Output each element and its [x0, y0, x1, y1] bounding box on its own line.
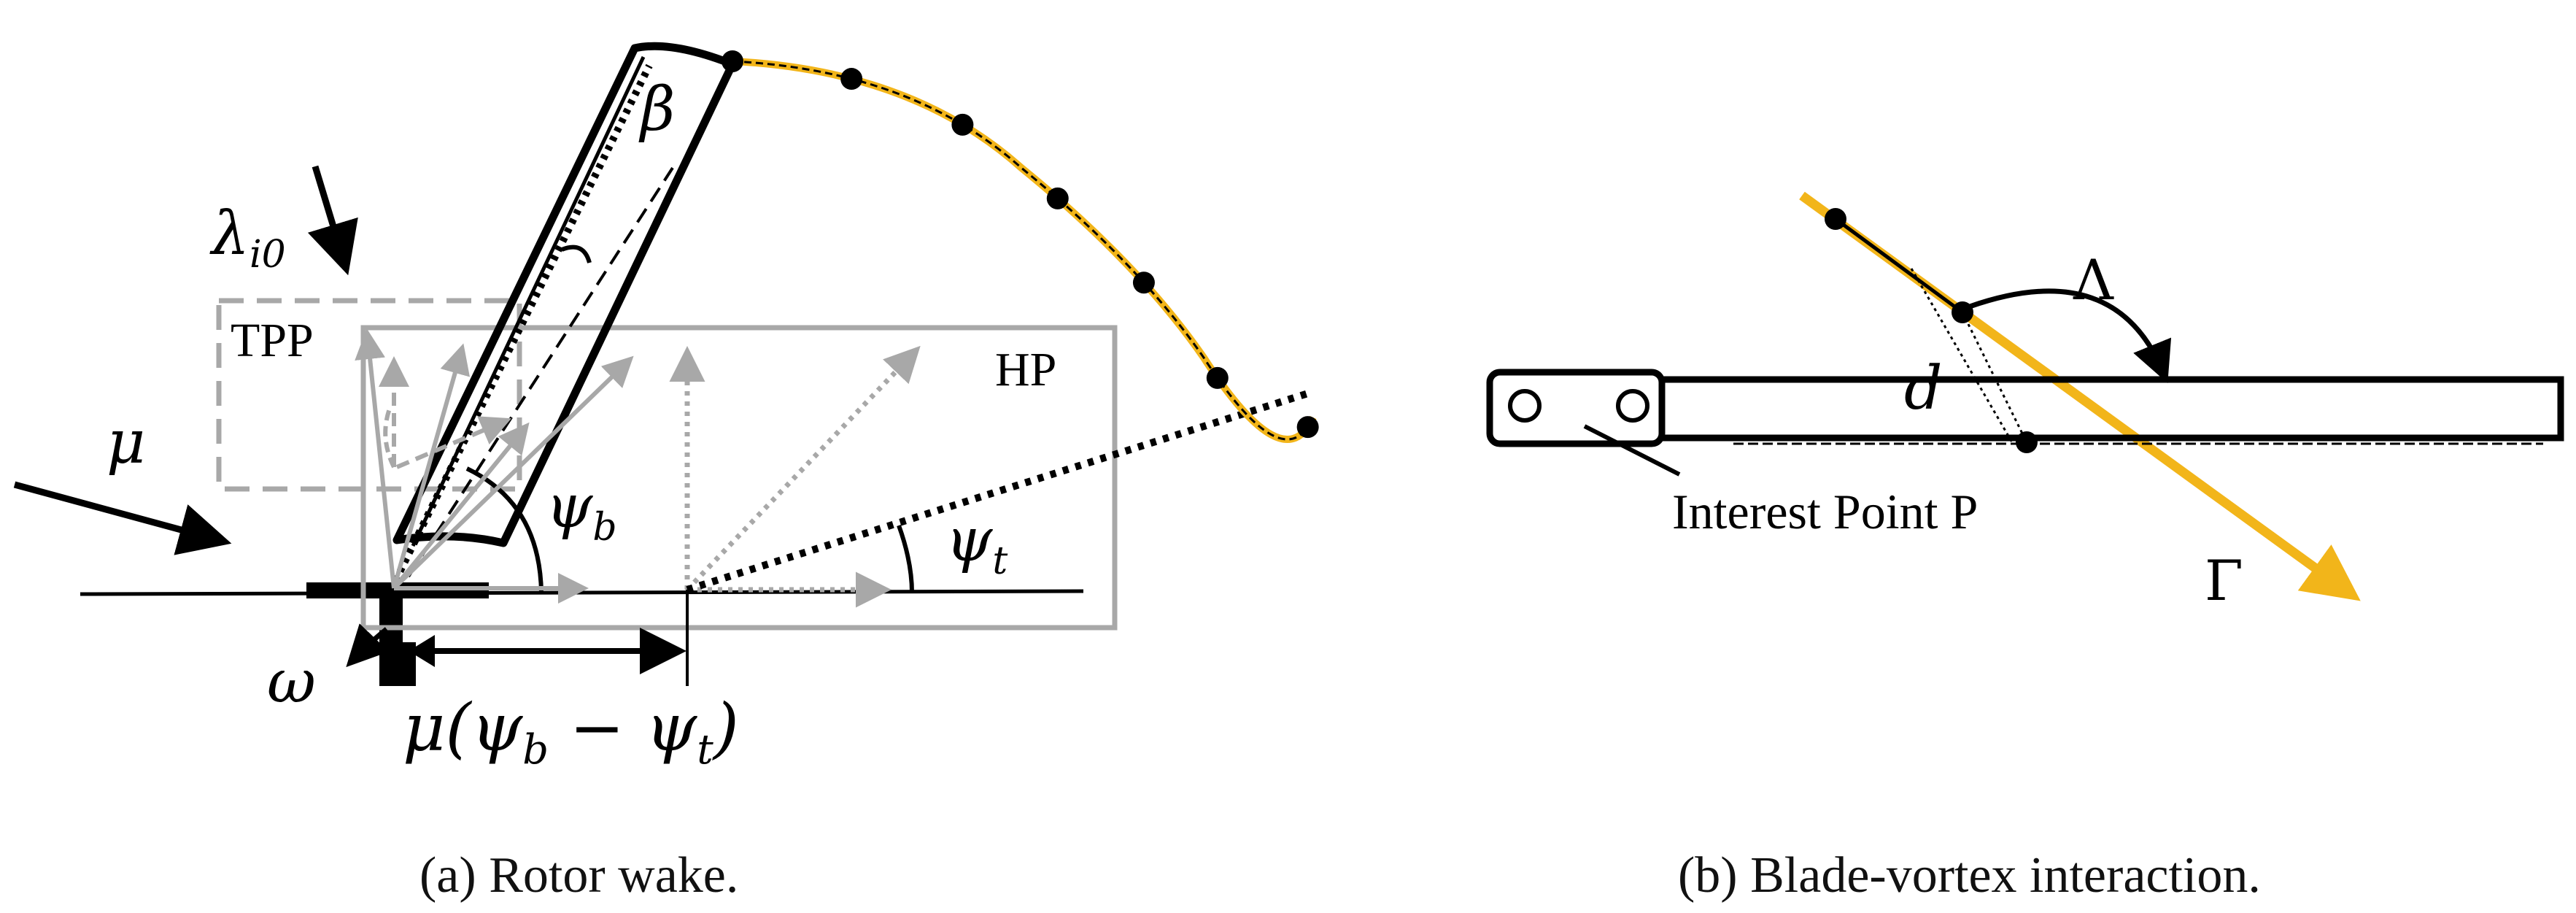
reference-axis — [80, 589, 1084, 596]
rotor-blade-outline — [392, 42, 737, 547]
rotor-blade-inner-edge — [411, 55, 646, 547]
lambda-label: λi0 — [209, 199, 286, 277]
gray-vector-3 — [392, 343, 471, 589]
gray-dashed-curve — [383, 408, 396, 469]
gray-dotted-vectors — [669, 345, 921, 608]
offset-minus: − ψ — [549, 690, 698, 766]
wake-point — [1296, 416, 1319, 439]
distance-dotted-1 — [1910, 268, 2014, 443]
psi-b-label: ψb — [546, 472, 617, 550]
hub-bolt-right — [1616, 389, 1649, 423]
offset-arrow-tail — [409, 635, 435, 667]
mu-label: μ — [107, 408, 145, 477]
panel-a-rotor-wake: β λi0 TPP HP μ ψb ψt ω μ(ψb − ψt) (a) Ro… — [13, 42, 1319, 904]
lambda-subscript: i0 — [250, 233, 286, 277]
psi-t-main: ψ — [945, 506, 993, 575]
gray-dashed-vectors — [379, 356, 512, 469]
wake-trajectory-dashed — [732, 60, 1315, 441]
gray-vector-2 — [355, 328, 396, 589]
beta-label: β — [638, 75, 675, 145]
hub-bolt-left — [1508, 389, 1542, 423]
hp-box — [360, 325, 1118, 631]
tpp-box — [216, 298, 522, 492]
beta-angle-arc — [560, 244, 592, 263]
freestream-arrow — [13, 481, 232, 555]
lambda-angle-label: Λ — [2073, 247, 2114, 312]
wake-point — [840, 68, 863, 90]
wake-points — [722, 50, 1319, 439]
omega-label: ω — [267, 647, 316, 717]
lambda-angle-arc — [1968, 288, 2172, 383]
offset-sub-t: t — [697, 726, 713, 774]
distance-label: d — [1904, 354, 1943, 423]
wake-point — [951, 113, 974, 136]
vortex-point-near — [1952, 301, 1973, 323]
interest-leader-line — [1583, 424, 1681, 477]
gamma-label: Γ — [2205, 548, 2243, 613]
psi-t-label: ψt — [945, 506, 1007, 583]
gray-vector-5 — [392, 355, 634, 590]
omega-rotation-arrow — [346, 623, 390, 668]
blade-dashed-axis — [407, 166, 674, 578]
offset-sub-b: b — [522, 726, 549, 774]
panel-b-blade-vortex: Λ d Interest Point P Γ (b) Blade-vortex … — [1486, 191, 2564, 904]
hp-label: HP — [995, 343, 1056, 396]
wake-point — [722, 50, 743, 72]
wake-point — [1046, 187, 1069, 209]
lambda-main: λ — [209, 199, 250, 269]
tpp-label: TPP — [231, 314, 314, 367]
blade-hub — [1486, 369, 1666, 447]
vortex-line-black-segment — [1834, 217, 1964, 315]
inflow-arrow — [307, 165, 358, 276]
interest-point — [2016, 431, 2038, 453]
interest-point-label: Interest Point P — [1672, 484, 1978, 539]
psi-b-subscript: b — [592, 506, 616, 550]
offset-label: μ(ψb − ψt) — [403, 690, 739, 774]
wake-point — [1206, 366, 1229, 389]
gray-velocity-vectors — [355, 328, 634, 604]
distance-dotted-2 — [1961, 312, 2028, 443]
gray-dotted-vector-diag — [685, 345, 921, 592]
psi-b-main: ψ — [546, 472, 593, 542]
psi-t-angle-arc — [897, 524, 914, 593]
wake-age-line — [686, 389, 1312, 593]
psi-t-subscript: t — [992, 539, 1007, 583]
caption-b: (b) Blade-vortex interaction. — [1678, 847, 2261, 904]
gray-vector-4 — [392, 422, 530, 590]
offset-close: ) — [712, 690, 739, 766]
wake-point — [1132, 271, 1155, 294]
offset-mu: μ(ψ — [403, 690, 524, 766]
vortex-point-start — [1825, 208, 1846, 230]
caption-a: (a) Rotor wake. — [419, 847, 738, 904]
